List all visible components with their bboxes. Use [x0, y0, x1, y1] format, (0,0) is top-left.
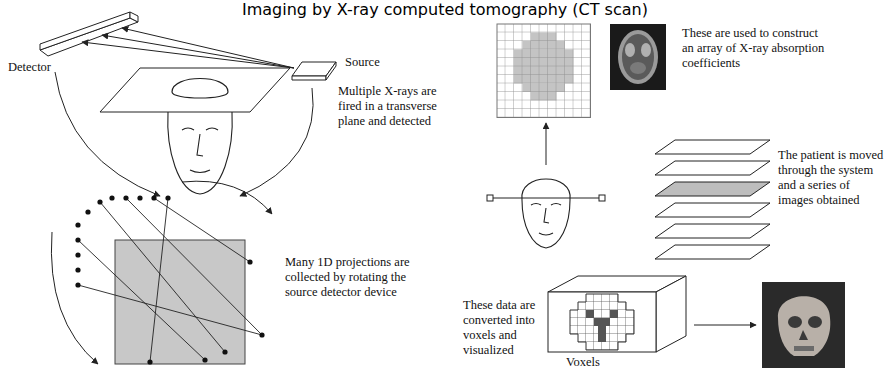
rotation-arrow [51, 181, 272, 364]
patient-head [522, 179, 570, 248]
detector-dot [75, 195, 264, 364]
head-section [172, 79, 228, 99]
source-box [292, 62, 336, 80]
projection-line [78, 198, 262, 362]
caption-text: Many 1D projections are collected by rot… [285, 255, 425, 300]
skull-rendering [762, 282, 845, 368]
caption-text: Multiple X-rays are fired in a transvers… [338, 84, 444, 129]
detector-bar [40, 12, 138, 56]
caption-text: Voxels [566, 355, 600, 370]
slide-title: Imaging by X-ray computed tomography (CT… [242, 0, 648, 19]
object-square [115, 240, 245, 364]
arrow [694, 325, 756, 326]
transverse-plane [100, 68, 290, 112]
scan-line [487, 195, 605, 201]
caption-text: These data are converted into voxels and… [463, 298, 541, 358]
caption-text: Detector [8, 60, 51, 75]
arrow [546, 123, 547, 165]
voxel-head [570, 294, 634, 350]
image-slice [655, 140, 770, 259]
absorption-array [497, 24, 591, 118]
rotation-arrow [55, 72, 313, 196]
voxel-cube [548, 276, 686, 352]
caption-text: The patient is moved through the system … [778, 148, 884, 208]
caption-text: These are used to construct an array of … [682, 26, 832, 71]
x-ray [82, 28, 294, 68]
caption-text: Source [345, 55, 380, 70]
ct-image [610, 24, 666, 90]
